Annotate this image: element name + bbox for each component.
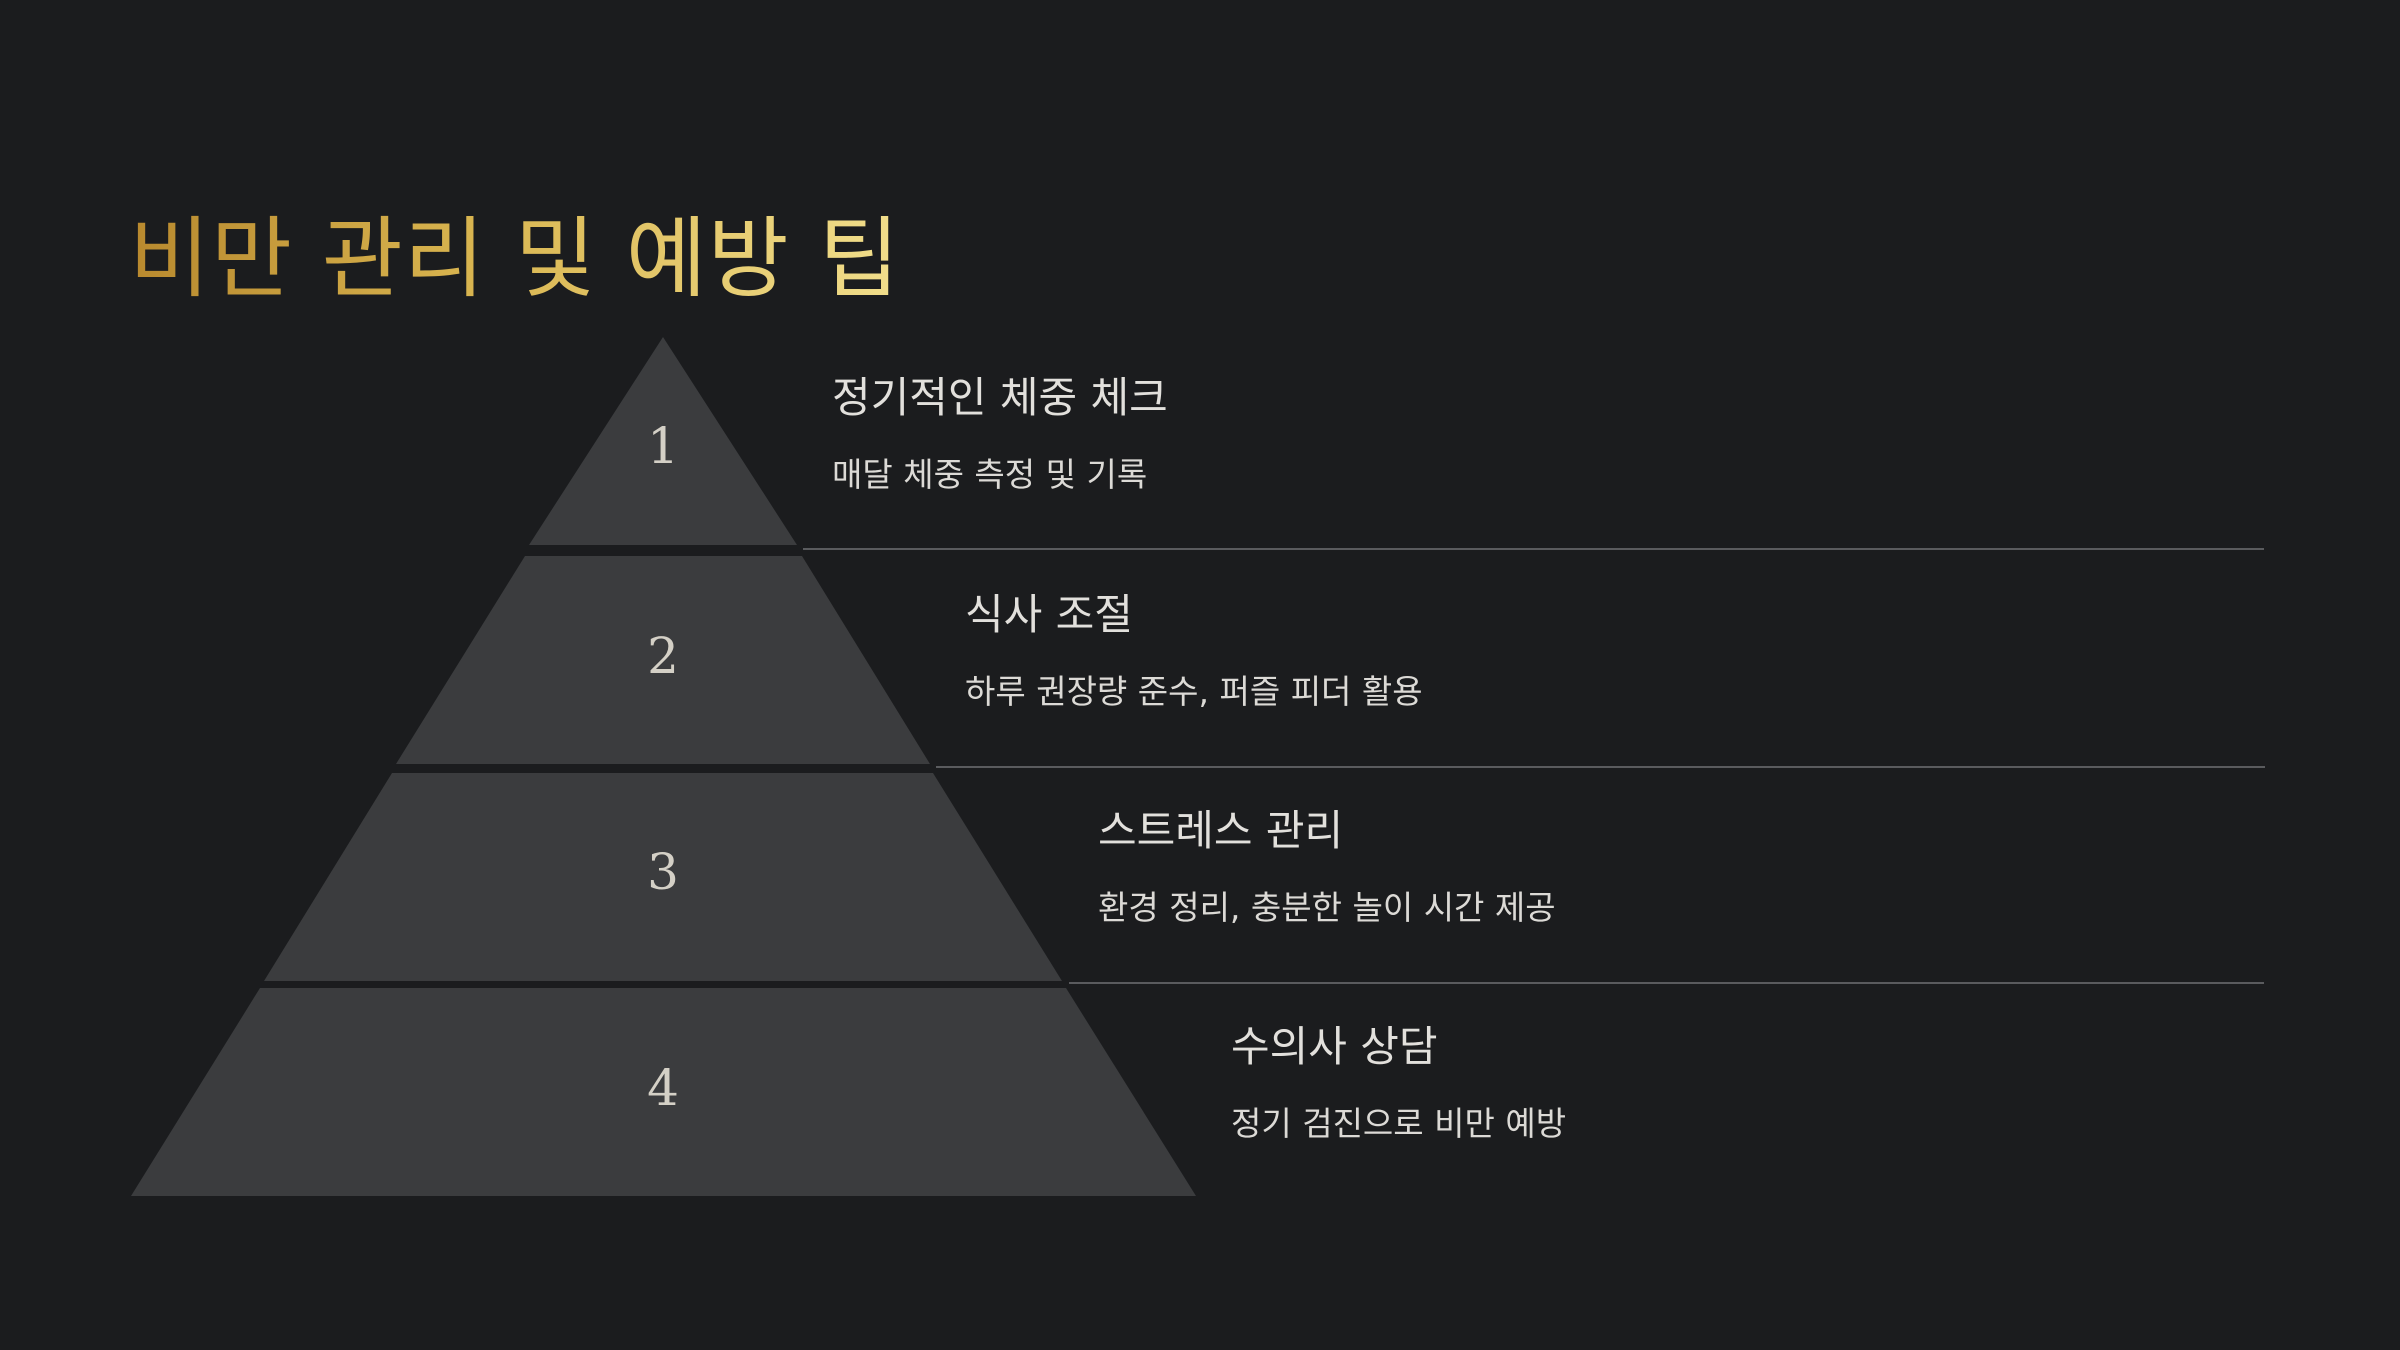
tier-3-description: 환경 정리, 충분한 놀이 시간 제공 (1098, 888, 1556, 927)
tier-2-divider (936, 766, 2265, 768)
tier-3-divider (1069, 982, 2264, 984)
tier-2-description: 하루 권장량 준수, 퍼즐 피더 활용 (965, 672, 1423, 711)
tier-3-number: 3 (647, 843, 679, 901)
tier-1-description: 매달 체중 측정 및 기록 (832, 455, 1148, 494)
pyramid-tier-1 (529, 337, 797, 545)
tier-2-heading: 식사 조절 (965, 590, 1133, 639)
slide-title: 비만 관리 및 예방 팁 (129, 204, 901, 314)
tier-2-number: 2 (647, 627, 679, 685)
pyramid-tier-4 (131, 988, 1196, 1196)
tier-1-heading: 정기적인 체중 체크 (832, 373, 1168, 422)
tier-1-number: 1 (647, 417, 679, 475)
tier-1-divider (803, 548, 2264, 550)
tier-4-description: 정기 검진으로 비만 예방 (1231, 1104, 1567, 1143)
tier-4-number: 4 (647, 1059, 679, 1117)
pyramid-tier-3 (264, 773, 1062, 981)
tier-4-heading: 수의사 상담 (1231, 1022, 1438, 1071)
pyramid-tier-2 (396, 556, 930, 764)
tier-3-heading: 스트레스 관리 (1098, 806, 1344, 855)
